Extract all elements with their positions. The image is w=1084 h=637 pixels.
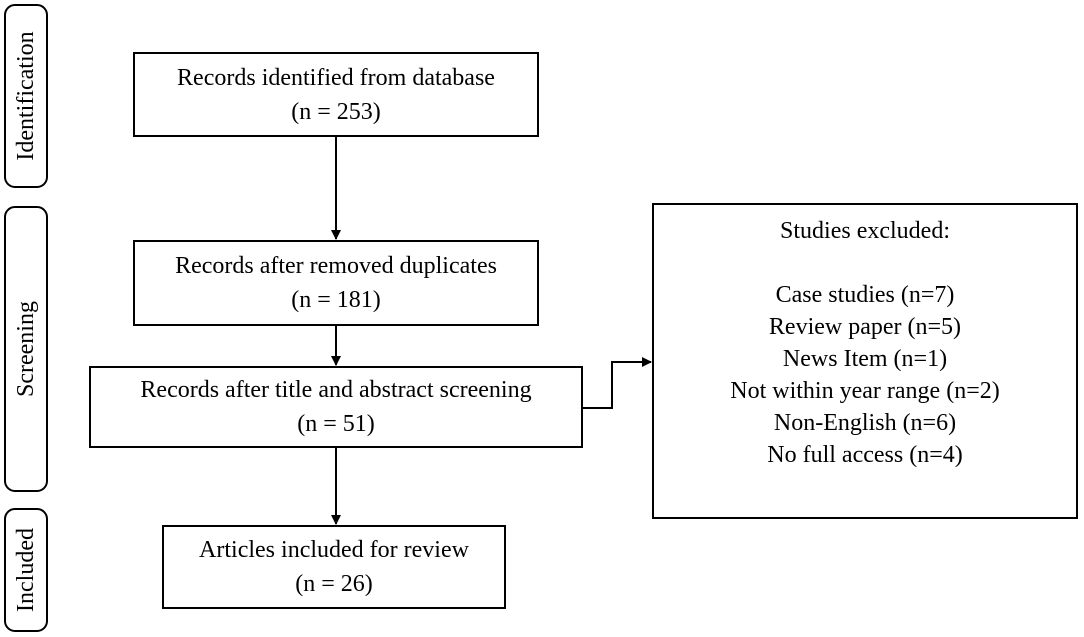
excluded-item: Not within year range (n=2) bbox=[730, 378, 1000, 404]
box-after-screening-count: (n = 51) bbox=[297, 411, 375, 437]
excluded-item: News Item (n=1) bbox=[782, 346, 948, 372]
phase-included: Included bbox=[4, 508, 48, 632]
box-after-screening: Records after title and abstract screeni… bbox=[89, 366, 583, 448]
box-articles-included-text: Articles included for review bbox=[199, 537, 469, 563]
box-articles-included: Articles included for review (n = 26) bbox=[162, 525, 506, 609]
box-articles-included-count: (n = 26) bbox=[295, 571, 373, 597]
excluded-item: Review paper (n=5) bbox=[768, 314, 962, 340]
excluded-item: Non-English (n=6) bbox=[773, 410, 957, 436]
box-records-identified-text: Records identified from database bbox=[177, 64, 495, 91]
phase-identification: Identification bbox=[4, 4, 48, 188]
excluded-item: No full access (n=4) bbox=[767, 442, 963, 468]
box-after-screening-text: Records after title and abstract screeni… bbox=[140, 377, 532, 403]
excluded-item: Case studies (n=7) bbox=[775, 282, 955, 308]
box-records-identified: Records identified from database (n = 25… bbox=[133, 52, 539, 137]
box-after-duplicates: Records after removed duplicates (n = 18… bbox=[133, 240, 539, 326]
box-records-identified-count: (n = 253) bbox=[291, 98, 381, 125]
box-studies-excluded: Studies excluded: Case studies (n=7) Rev… bbox=[652, 203, 1078, 519]
box-after-duplicates-count: (n = 181) bbox=[291, 287, 381, 313]
excluded-title: Studies excluded: bbox=[780, 218, 950, 244]
phase-screening: Screening bbox=[4, 206, 48, 492]
arrow-screening-to-excluded bbox=[583, 357, 652, 409]
box-after-duplicates-text: Records after removed duplicates bbox=[175, 253, 497, 279]
